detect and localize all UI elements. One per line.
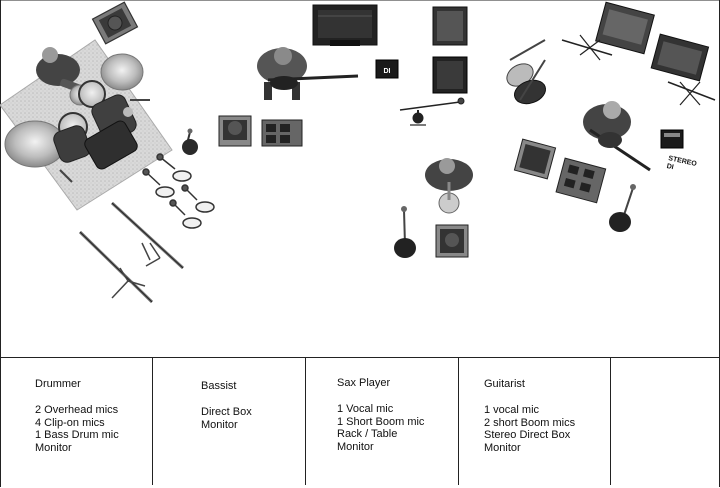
guitarist-item: 1 vocal mic bbox=[484, 404, 540, 416]
sax-vocal-mic bbox=[394, 206, 416, 258]
sax-monitor bbox=[435, 224, 469, 258]
sax-player-figure bbox=[425, 158, 473, 214]
stereo-di-label: STEREODI bbox=[666, 155, 698, 176]
bassist-item: Monitor bbox=[201, 418, 238, 431]
keyboard-amp-small bbox=[432, 6, 468, 46]
guitarist-item: Monitor bbox=[484, 441, 521, 454]
guitarist-figure bbox=[583, 101, 651, 172]
sax-player-item: 1 Vocal mic bbox=[337, 403, 394, 415]
stage-plot: DI bbox=[0, 0, 720, 304]
sax-player-item: Monitor bbox=[337, 440, 374, 453]
band-info-table: Drummer 2 Overhead mics 4 Clip-on mics 1… bbox=[0, 357, 720, 488]
guitar-boom-mic-1 bbox=[561, 34, 613, 61]
sax-amp bbox=[432, 56, 468, 94]
bassist-item: Direct Box bbox=[201, 406, 252, 418]
guitarist-title: Guitarist bbox=[484, 378, 525, 390]
overhead-mic-stands bbox=[78, 201, 185, 304]
column-empty bbox=[611, 358, 720, 485]
drummer-monitor bbox=[91, 1, 139, 45]
drum-kit bbox=[53, 80, 150, 183]
di-label: DI bbox=[384, 68, 391, 75]
frame-left-border bbox=[0, 0, 1, 487]
ride-cymbal bbox=[100, 53, 144, 91]
bass-pedalboard bbox=[261, 119, 303, 147]
drummer-title: Drummer bbox=[35, 378, 81, 390]
bass-direct-box: DI bbox=[375, 59, 399, 79]
sax-short-boom-mic bbox=[399, 97, 465, 126]
guitarist-vocal-mic bbox=[609, 184, 636, 232]
guitar-amp-2 bbox=[650, 33, 710, 82]
stereo-direct-box: STEREODI bbox=[660, 129, 698, 176]
sax-player-items: 1 Vocal mic 1 Short Boom mic Rack / Tabl… bbox=[337, 403, 424, 453]
guitarist-item: Stereo Direct Box bbox=[484, 429, 571, 442]
drummer-item: 2 Overhead mics bbox=[35, 404, 119, 416]
guitar-stands bbox=[506, 39, 546, 105]
bass-drum-mic bbox=[182, 128, 198, 155]
drummer-item: Monitor bbox=[35, 441, 72, 454]
sax-player-title: Sax Player bbox=[337, 377, 391, 389]
column-drummer: Drummer 2 Overhead mics 4 Clip-on mics 1… bbox=[0, 358, 153, 485]
guitarist-item: 2 short Boom mics bbox=[484, 416, 576, 429]
column-guitarist: Guitarist 1 vocal mic 2 short Boom mics … bbox=[459, 358, 611, 485]
clip-on-mics bbox=[142, 153, 215, 229]
guitar-amp-1 bbox=[595, 1, 655, 55]
drummer-items: 2 Overhead mics 4 Clip-on mics 1 Bass Dr… bbox=[35, 404, 119, 454]
column-sax-player: Sax Player 1 Vocal mic 1 Short Boom mic … bbox=[306, 358, 459, 485]
drummer-item: 1 Bass Drum mic bbox=[35, 429, 119, 442]
guitarist-items: 1 vocal mic 2 short Boom mics Stereo Dir… bbox=[484, 404, 575, 454]
sax-player-item: 1 Short Boom mic bbox=[337, 415, 425, 428]
guitar-boom-mic-2 bbox=[667, 81, 716, 106]
bass-amp bbox=[312, 4, 378, 46]
guitarist-monitor bbox=[513, 138, 557, 180]
guitar-pedalboard bbox=[555, 157, 607, 204]
bassist-monitor bbox=[218, 115, 252, 147]
column-bassist: Bassist Direct Box Monitor bbox=[153, 358, 306, 485]
bassist-figure bbox=[257, 47, 359, 100]
bassist-title: Bassist bbox=[201, 380, 237, 392]
sax-player-item: Rack / Table bbox=[337, 428, 398, 441]
bassist-items: Direct Box Monitor bbox=[201, 406, 252, 431]
drummer-item: 4 Clip-on mics bbox=[35, 416, 105, 429]
